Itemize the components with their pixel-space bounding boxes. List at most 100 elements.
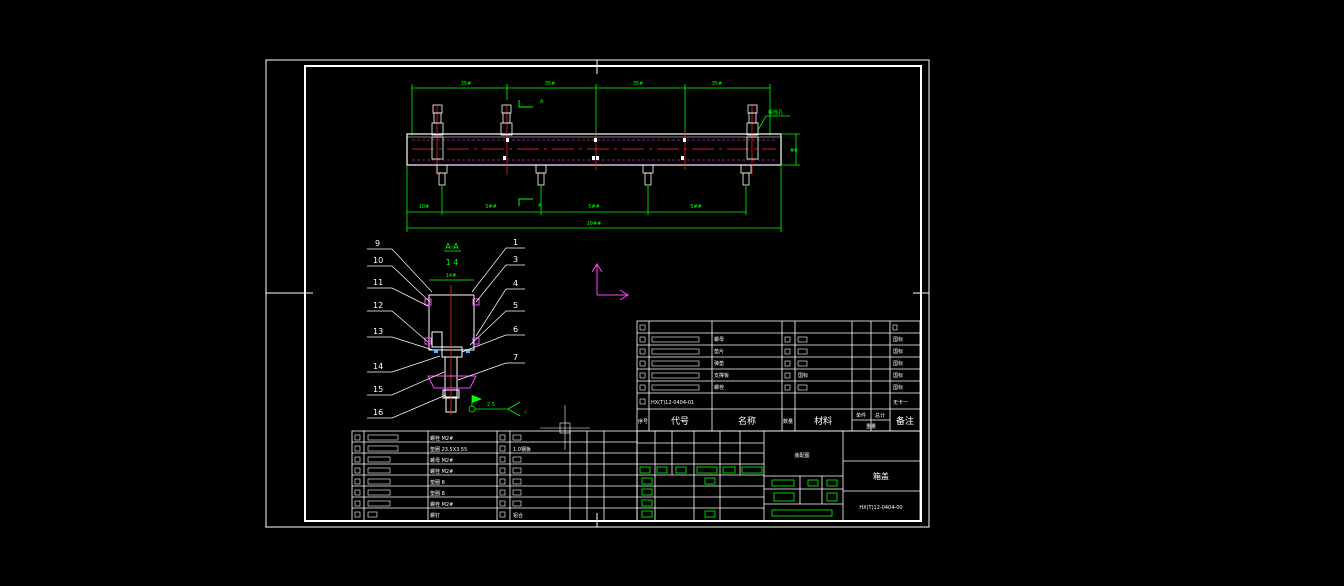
upper-row-6-code: HX(T)12-0404-01 bbox=[651, 400, 694, 406]
header-unit: 单件 bbox=[856, 412, 866, 419]
bottom-dimension-chain bbox=[406, 165, 782, 232]
parts-list-lower-boxes bbox=[354, 434, 522, 518]
upper-row-4-name: 支撑板 bbox=[714, 372, 729, 379]
top-bolt-3 bbox=[746, 104, 759, 160]
overall-dim: 19## bbox=[587, 221, 602, 227]
top-dim-2: 35# bbox=[545, 81, 556, 87]
part-label-7: 7 bbox=[513, 353, 518, 362]
part-name: 箱盖 bbox=[873, 471, 889, 481]
section-title: A-A bbox=[445, 242, 459, 251]
header-material: 材料 bbox=[814, 415, 832, 427]
drawing-number: HX(T)12-0404-00 bbox=[859, 505, 902, 511]
upper-row-6-note: 无卡一 bbox=[893, 399, 908, 406]
section-scale: 1 4 bbox=[446, 258, 459, 267]
callout-leader bbox=[757, 115, 767, 131]
roughness-value: 2.5 bbox=[487, 402, 495, 408]
height-dim-label: #0 bbox=[790, 148, 797, 154]
top-view: 35# 35# 35# 35# bbox=[406, 81, 800, 232]
lower-row-8-material: 铝合 bbox=[513, 512, 523, 519]
top-bolt-1 bbox=[431, 104, 444, 160]
lower-row-8-name: 螺钉 bbox=[430, 512, 440, 519]
header-qty: 数量 bbox=[783, 418, 793, 425]
upper-row-4-note: 国标 bbox=[893, 372, 903, 379]
bottom-dim-2: 5## bbox=[485, 204, 497, 210]
section-highlights bbox=[424, 298, 480, 389]
parts-list-lower-text: 螺栓 M2# 垫圈 23.5X3.55 螺母 M2# 螺栓 M2# 垫圈 8 垫… bbox=[430, 435, 531, 519]
lower-row-4-name: 螺栓 M2# bbox=[430, 468, 453, 475]
left-leaders bbox=[367, 248, 447, 419]
left-labels: 9 10 11 12 13 14 15 16 bbox=[373, 239, 383, 417]
right-leaders bbox=[457, 247, 525, 381]
callout-label: 螺栓孔 bbox=[768, 109, 783, 116]
lower-row-7-name: 螺栓 M2# bbox=[430, 501, 453, 508]
top-dim-3: 35# bbox=[633, 81, 644, 87]
bottom-bolts bbox=[436, 164, 752, 186]
top-dim-1: 35# bbox=[461, 81, 472, 87]
lower-row-2-material: 1.0钢板 bbox=[513, 446, 531, 453]
upper-row-1-name: 螺母 bbox=[714, 336, 724, 343]
parts-list-header: 序号 代号 名称 数量 材料 单件 总计 重量 备注 bbox=[638, 412, 914, 430]
part-label-14: 14 bbox=[373, 362, 383, 371]
part-label-1: 1 bbox=[513, 238, 518, 247]
part-label-16: 16 bbox=[373, 408, 383, 417]
section-mark-top-label: A bbox=[540, 99, 544, 105]
part-label-4: 4 bbox=[513, 279, 518, 288]
crosshair-cursor-icon bbox=[540, 405, 590, 450]
lower-row-1-name: 螺栓 M2# bbox=[430, 435, 453, 442]
upper-row-3-name: 弹垫 bbox=[714, 360, 724, 367]
bottom-dim-1: 10# bbox=[419, 204, 430, 210]
parts-list-lower bbox=[351, 430, 638, 522]
part-label-13: 13 bbox=[373, 327, 383, 336]
header-seq: 序号 bbox=[638, 418, 648, 425]
assembly-label: 装配图 bbox=[794, 452, 809, 459]
part-label-9: 9 bbox=[375, 239, 380, 248]
part-label-10: 10 bbox=[373, 256, 383, 265]
upper-row-2-name: 垫片 bbox=[714, 348, 724, 355]
top-bolt-2 bbox=[500, 104, 513, 136]
bottom-dim-4: 5## bbox=[690, 204, 702, 210]
header-total: 总计 bbox=[875, 412, 885, 419]
section-view: A-A 1 4 14# bbox=[367, 238, 527, 419]
header-code: 代号 bbox=[671, 416, 689, 427]
upper-row-2-note: 国标 bbox=[893, 348, 903, 355]
right-labels: 1 3 4 5 6 7 bbox=[513, 238, 518, 362]
part-label-6: 6 bbox=[513, 325, 518, 334]
beam-slots bbox=[503, 138, 686, 160]
parts-list-upper bbox=[636, 320, 921, 432]
top-dim-4: 35# bbox=[712, 81, 723, 87]
header-weight: 重量 bbox=[866, 423, 876, 430]
parts-list-upper-boxes bbox=[639, 324, 898, 405]
lower-row-5-name: 垫圈 8 bbox=[430, 479, 445, 486]
upper-row-1-note: 国标 bbox=[893, 336, 903, 343]
upper-row-5-note: 国标 bbox=[893, 384, 903, 391]
lower-row-6-name: 垫圈 8 bbox=[430, 490, 445, 497]
flag-icon bbox=[472, 395, 482, 403]
title-block bbox=[636, 430, 921, 522]
ucs-icon bbox=[591, 263, 629, 301]
section-cyan-marks bbox=[434, 349, 470, 353]
bottom-dim-3: 5## bbox=[588, 204, 600, 210]
section-body bbox=[428, 294, 475, 413]
part-label-5: 5 bbox=[513, 301, 518, 310]
section-width-dim: 14# bbox=[446, 273, 457, 279]
beam-body bbox=[406, 133, 782, 166]
part-label-12: 12 bbox=[373, 301, 383, 310]
section-mark-bottom-label: A bbox=[538, 203, 542, 209]
upper-row-3-note: 国标 bbox=[893, 360, 903, 367]
section-marker-top bbox=[518, 100, 533, 206]
height-dimension bbox=[781, 133, 800, 166]
roughness-mark: ⊥ bbox=[523, 409, 527, 415]
title-block-green-boxes bbox=[639, 466, 838, 518]
part-label-15: 15 bbox=[373, 385, 383, 394]
header-name: 名称 bbox=[738, 415, 756, 427]
parts-list-upper-text: 螺母 垫片 弹垫 支撑板 螺栓 国标 HX(T)12-0404-01 国标 国标… bbox=[651, 336, 908, 406]
header-note: 备注 bbox=[896, 415, 914, 427]
lower-row-3-name: 螺母 M2# bbox=[430, 457, 453, 464]
lower-row-2-name: 垫圈 23.5X3.55 bbox=[430, 446, 467, 453]
upper-row-5-material: 国标 bbox=[798, 372, 808, 379]
upper-row-5-name: 螺栓 bbox=[714, 384, 724, 391]
part-label-3: 3 bbox=[513, 255, 518, 264]
part-label-11: 11 bbox=[373, 278, 383, 287]
top-dimension-chain bbox=[411, 84, 771, 135]
